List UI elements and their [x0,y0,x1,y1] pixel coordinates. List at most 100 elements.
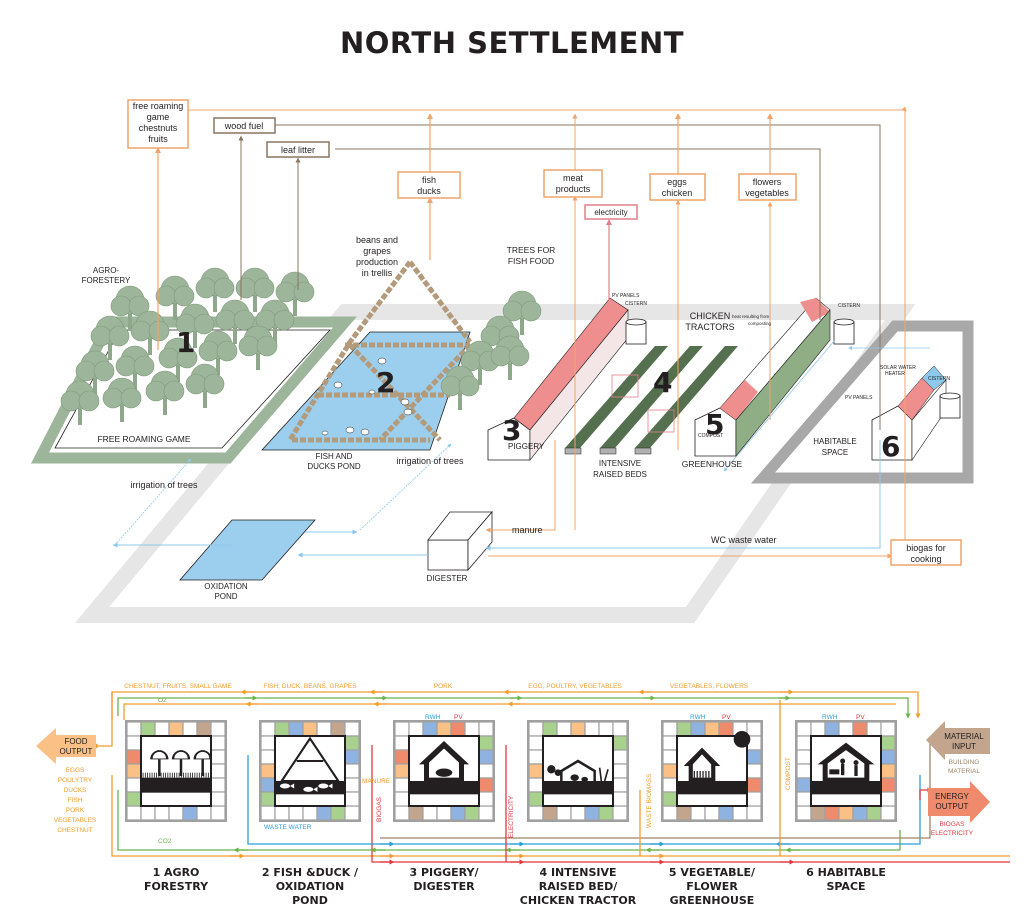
grid-cell [422,805,438,821]
chicken-tractor-icon [542,735,614,807]
grid-cell [746,805,762,821]
food-output-arrow [36,728,96,764]
wood-fuel-box [213,117,276,134]
electricity-label: electricity [594,208,627,217]
trees-fish-food-label-1: TREES FOR [507,245,556,255]
greenhouse-label: GREENHOUSE [682,459,743,469]
pv-panels-2-label: PV PANELS [845,395,873,401]
grid-cell [210,777,226,793]
meat-products-line1: meat [563,173,584,183]
grid-cell [260,749,276,765]
grid-cell [210,749,226,765]
agroforestery-label-1: AGRO- [93,266,120,275]
grid-cell [168,805,184,821]
grid-cell [662,721,678,737]
free-roaming-line1: free roaming [133,101,184,111]
grid-cell [344,721,360,737]
grid-cell [662,735,678,751]
flow-module-2 [259,720,361,822]
grid-cell [302,805,318,821]
grid-cell [344,805,360,821]
grid-cell [288,721,304,737]
food-item-7: CHESTNUT [57,827,92,834]
grid-cell [330,721,346,737]
grid-cell [210,721,226,737]
grid-cell [260,791,276,807]
grid-cell [528,721,544,737]
cistern-1 [625,318,647,345]
electricity-box [584,204,638,220]
food-item-1: EGGS [66,767,85,774]
flow-label-egg: EGG, POULTRY, VEGETABLES [528,683,622,690]
grid-cell [598,805,614,821]
beans-label-3: production [356,257,398,267]
grid-cell [274,721,290,737]
grid-cell [316,805,332,821]
grid-cell [126,791,142,807]
grid-cell [478,777,494,793]
grid-cell [690,805,706,821]
grid-cell [704,805,720,821]
habitable-space-label-1: HABITABLE [813,437,856,446]
free-roaming-line3: chestnuts [139,123,178,133]
energy-output-title-2: OUTPUT [936,802,969,811]
module-caption-2-line-3: POND [292,894,328,907]
material-input-title-2: INPUT [952,742,976,751]
grid-cell [154,721,170,737]
grid-cell [344,735,360,751]
raised-beds-label-1: INTENSIVE [599,459,641,468]
grid-cell [880,749,896,765]
flow-label-compost: COMPOST [785,757,792,790]
grid-cell [260,721,276,737]
food-output-title-2: OUTPUT [60,747,93,756]
biogas-cooking-line1: biogas for [906,543,946,553]
grid-cell [478,735,494,751]
module-caption-4-line-2: RAISED BED/ [539,880,619,893]
food-item-2: POULYTRY [58,777,93,784]
grid-cell [260,763,276,779]
fish-ducks-line2: ducks [417,186,441,196]
grid-cell [662,791,678,807]
grid-cell [570,721,586,737]
meat-products-box [543,169,603,198]
grid-cell [344,791,360,807]
zone-number-6: 6 [881,430,900,463]
material-input-arrow [926,721,990,760]
module-caption-5-line-3: GREENHOUSE [670,894,755,907]
compost-label: COMPOST [698,433,723,439]
flow-module-4 [527,720,629,822]
grid-cell [478,721,494,737]
oxidation-pond-label-2: POND [214,592,237,601]
module-caption-5-line-2: FLOWER [686,880,738,893]
free-roaming-game-label: FREE ROAMING GAME [97,434,190,444]
grid-cell [528,763,544,779]
flow-modules [125,720,897,822]
zone-number-1: 1 [176,326,195,359]
grid-cell [824,805,840,821]
fish-pond-label-2: DUCKS POND [307,462,361,471]
beans-label-4: in trellis [362,268,393,278]
food-item-4: FISH [68,797,83,804]
flow-label-waste-biomass: WASTE BIOMASS [646,773,653,828]
grid-cell [612,749,628,765]
grid-cell [528,749,544,765]
grid-cell [140,805,156,821]
grid-cell [662,763,678,779]
flow-module-5 [661,720,763,822]
grid-cell [612,777,628,793]
intensive-raised-beds [564,346,738,455]
grid-cell [436,721,452,737]
cistern-3 [939,392,961,419]
grid-cell [394,735,410,751]
grid-cell [718,805,734,821]
cistern-1-label: CISTERN [625,301,647,307]
pv-label-6: PV [856,714,865,721]
flow-label-manure: MANURE [362,778,391,785]
fish-duck-pond [261,331,471,451]
grid-cell [866,805,882,821]
grid-cell [196,805,212,821]
habitable-space-icon [810,735,882,807]
material-item-2: MATERIAL [948,768,980,775]
solar-water-heater-label-2: HEATER [885,371,905,377]
